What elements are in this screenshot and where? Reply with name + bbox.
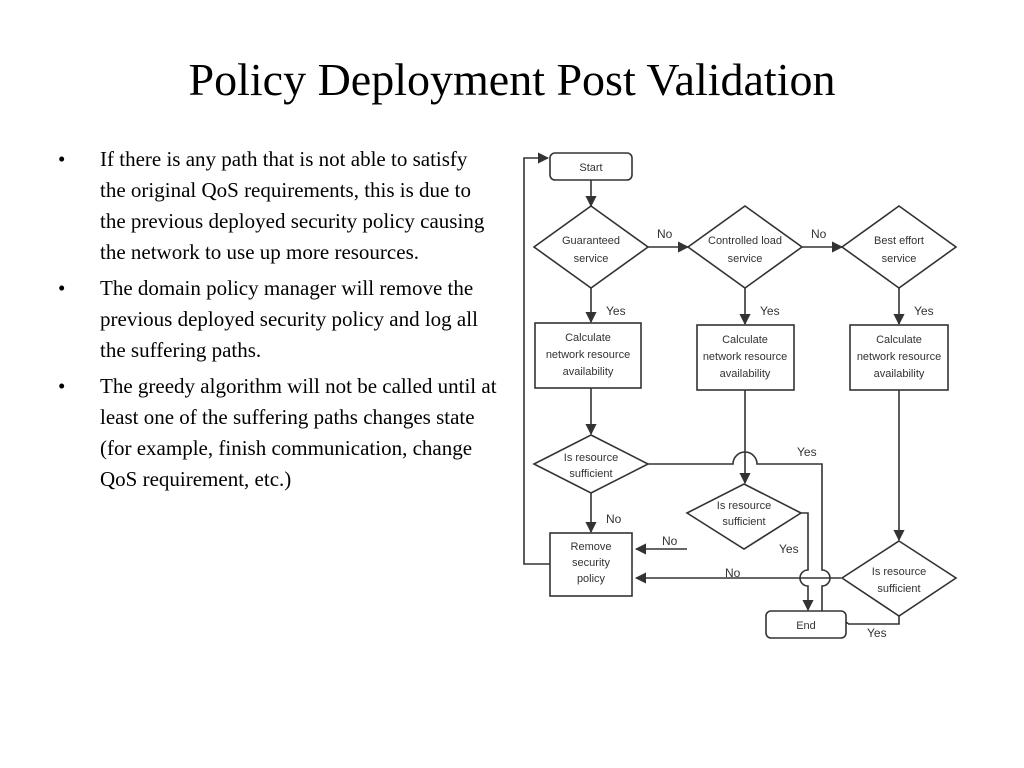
besteffort-label-2: service [882, 253, 917, 265]
flowchart: Start Guaranteed service Controlled load… [523, 152, 958, 640]
process-remove-policy [549, 532, 633, 597]
bullet-text: The greedy algorithm will not be called … [100, 374, 497, 491]
end-node [765, 610, 847, 639]
calc1-label-1: Calculate [565, 332, 611, 344]
edge-sufficient2-end [799, 512, 814, 612]
bullet-item: • The greedy algorithm will not be called… [58, 371, 498, 495]
bullet-item: • If there is any path that is not able t… [58, 144, 498, 268]
guaranteed-label-2: service [574, 253, 609, 265]
decision-sufficient-1 [532, 434, 650, 494]
bullet-text: If there is any path that is not able to… [100, 147, 485, 264]
start-node [549, 152, 633, 181]
edge-label-no: No [811, 227, 827, 241]
remove-label-3: policy [577, 573, 606, 585]
sufficient1-label-2: sufficient [569, 468, 612, 480]
process-calc-1 [534, 322, 642, 389]
sufficient3-label-1: Is resource [872, 566, 926, 578]
bullet-marker: • [58, 276, 66, 300]
edge-label-no: No [606, 512, 622, 526]
controlled-label-2: service [728, 253, 763, 265]
calc2-label-2: network resource [703, 351, 787, 363]
calc1-label-3: availability [563, 366, 614, 378]
sufficient2-label-1: Is resource [717, 500, 771, 512]
calc3-label-1: Calculate [876, 334, 922, 346]
slide-title: Policy Deployment Post Validation [188, 54, 836, 105]
bullet-marker: • [58, 374, 66, 398]
edge-remove-start [523, 152, 550, 565]
edge-sufficient3-end [848, 616, 900, 625]
bullet-list: • If there is any path that is not able t… [58, 144, 498, 500]
edge-label-yes: Yes [867, 626, 887, 640]
edge-sufficient1-end [648, 451, 850, 629]
sufficient3-label-2: sufficient [877, 583, 920, 595]
remove-label-1: Remove [571, 541, 612, 553]
calc2-label-1: Calculate [722, 334, 768, 346]
bullet-text: The domain policy manager will remove th… [100, 276, 478, 362]
edge-label-yes: Yes [760, 304, 780, 318]
bullet-item: • The domain policy manager will remove t… [58, 273, 498, 366]
process-calc-2 [696, 324, 795, 391]
guaranteed-label-1: Guaranteed [562, 235, 620, 247]
remove-label-2: security [572, 557, 610, 569]
start-label: Start [579, 162, 602, 174]
calc1-label-2: network resource [546, 349, 630, 361]
calc3-label-2: network resource [857, 351, 941, 363]
besteffort-label-1: Best effort [874, 235, 924, 247]
edge-label-no: No [657, 227, 673, 241]
edge-label-yes: Yes [606, 304, 626, 318]
bullet-marker: • [58, 147, 66, 171]
edge-label-no: No [725, 566, 741, 580]
controlled-label-1: Controlled load [708, 235, 782, 247]
edge-label-yes: Yes [914, 304, 934, 318]
calc3-label-3: availability [874, 368, 925, 380]
decision-best-effort [840, 205, 958, 289]
edge-label-yes: Yes [797, 445, 817, 459]
decision-guaranteed [532, 205, 650, 289]
sufficient2-label-2: sufficient [722, 516, 765, 528]
end-label: End [796, 620, 816, 632]
decision-sufficient-2 [685, 483, 803, 550]
calc2-label-3: availability [720, 368, 771, 380]
decision-controlled-load [686, 205, 804, 289]
edge-label-no: No [662, 534, 678, 548]
process-calc-3 [849, 324, 949, 391]
edge-label-yes: Yes [779, 542, 799, 556]
sufficient1-label-1: Is resource [564, 452, 618, 464]
decision-sufficient-3 [840, 540, 958, 617]
